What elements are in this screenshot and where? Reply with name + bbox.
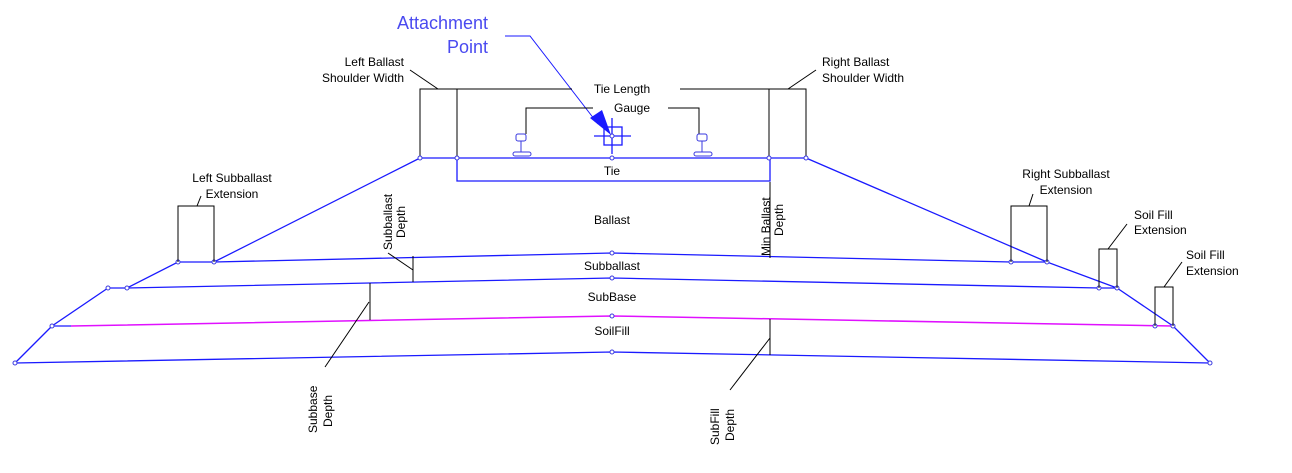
tie-length-dimension (409, 69, 817, 158)
gauge-label: Gauge (614, 101, 650, 115)
tie-outline (456, 158, 771, 182)
right-rail-icon (693, 133, 713, 157)
left-soilfill-slope (14, 325, 53, 364)
soilfill-label: SoilFill (594, 324, 629, 338)
left-subballast-ext-label-1: Left Subballast (192, 171, 272, 185)
soil-fill-ext-2-label-1: Soil Fill (1186, 248, 1225, 262)
soil-fill-ext-1-label-2: Extension (1134, 223, 1187, 237)
right-subballast-ext-label-1: Right Subballast (1022, 167, 1110, 181)
left-rail-icon (512, 133, 532, 157)
right-subballast-ext-label-2: Extension (1040, 183, 1093, 197)
left-ballast-shoulder-label-2: Shoulder Width (322, 71, 404, 85)
subballast-depth-label-2: Depth (394, 206, 408, 238)
min-ballast-depth-label-1: Min Ballast (759, 197, 773, 256)
subfill-depth-label-1: SubFill (708, 408, 722, 445)
right-ballast-shoulder-label-2: Shoulder Width (822, 71, 904, 85)
subbase-depth-label-2: Depth (321, 395, 335, 427)
subballast-depth-label-1: Subballast (381, 193, 395, 250)
attachment-point-label-2: Point (447, 37, 488, 57)
attachment-arrow-icon (590, 110, 611, 135)
soil-fill-ext-1-label-1: Soil Fill (1134, 208, 1173, 222)
ballast-label: Ballast (594, 213, 631, 227)
subbase-label: SubBase (588, 290, 637, 304)
left-subballast-ext-dim (177, 205, 215, 262)
tie-label: Tie (604, 164, 621, 178)
left-subballast-ext-label-2: Extension (206, 187, 259, 201)
right-ballast-shoulder-label-1: Right Ballast (822, 55, 890, 69)
gauge-dimension (525, 107, 700, 134)
right-side-slope (805, 157, 1211, 364)
subfill-depth-label-2: Depth (723, 409, 737, 441)
subballast-label: Subballast (584, 259, 641, 273)
min-ballast-depth-label-2: Depth (772, 204, 786, 236)
left-ballast-shoulder-label-1: Left Ballast (345, 55, 405, 69)
attachment-point-label-1: Attachment (397, 13, 488, 33)
subbase-depth-label-1: Subbase (306, 385, 320, 433)
soil-fill-ext-2-label-2: Extension (1186, 264, 1239, 278)
attachment-leader (505, 35, 599, 125)
tie-length-label: Tie Length (594, 82, 650, 96)
